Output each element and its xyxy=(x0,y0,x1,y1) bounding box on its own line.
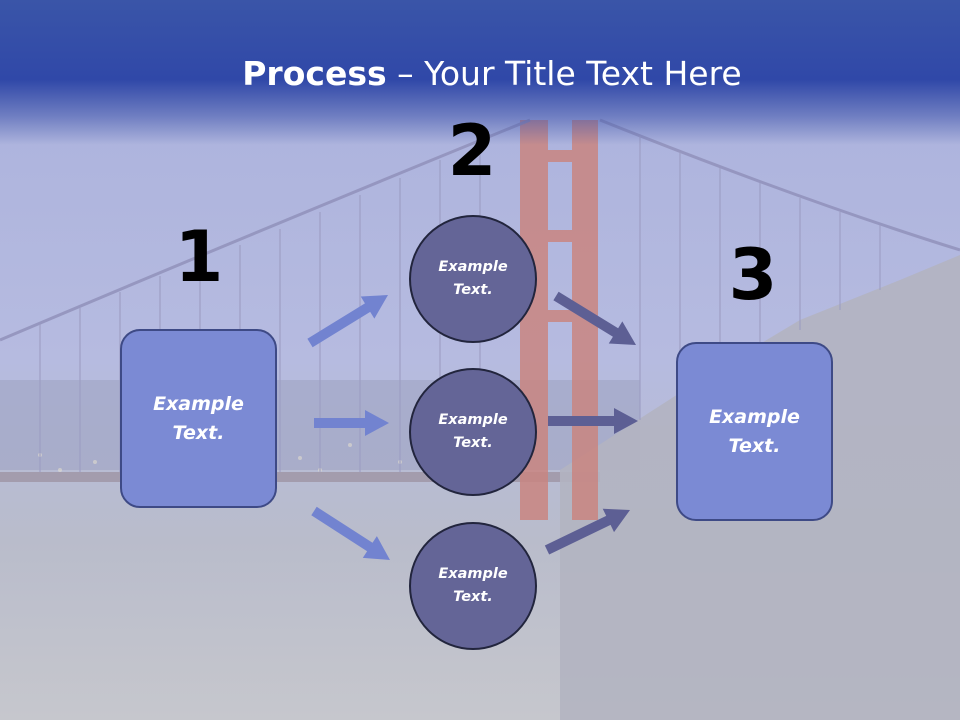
step-3-box[interactable]: Example Text. xyxy=(676,342,833,521)
step-1-box[interactable]: Example Text. xyxy=(120,329,277,508)
circle-bottom-text-line2: Text. xyxy=(453,589,493,605)
step-number-2: 2 xyxy=(447,110,497,192)
step-2-circle-top[interactable]: Example Text. xyxy=(409,215,537,343)
title-bold: Process xyxy=(242,54,387,93)
circle-bottom-text-line1: Example xyxy=(438,566,508,582)
step-3-text-line1: Example xyxy=(709,405,800,428)
title-rest: – Your Title Text Here xyxy=(386,54,742,93)
step-number-3: 3 xyxy=(728,234,778,316)
step-1-text-line1: Example xyxy=(153,392,244,415)
step-1-text-line2: Text. xyxy=(172,421,225,444)
step-2-circle-bottom[interactable]: Example Text. xyxy=(409,522,537,650)
step-2-circle-middle[interactable]: Example Text. xyxy=(409,368,537,496)
slide-title: Process – Your Title Text Here xyxy=(0,52,960,96)
title-bar xyxy=(0,0,960,145)
step-number-1: 1 xyxy=(174,216,224,298)
circle-middle-text-line2: Text. xyxy=(453,435,493,451)
circle-top-text-line1: Example xyxy=(438,259,508,275)
circle-middle-text-line1: Example xyxy=(438,412,508,428)
circle-top-text-line2: Text. xyxy=(453,282,493,298)
step-3-text-line2: Text. xyxy=(728,434,781,457)
